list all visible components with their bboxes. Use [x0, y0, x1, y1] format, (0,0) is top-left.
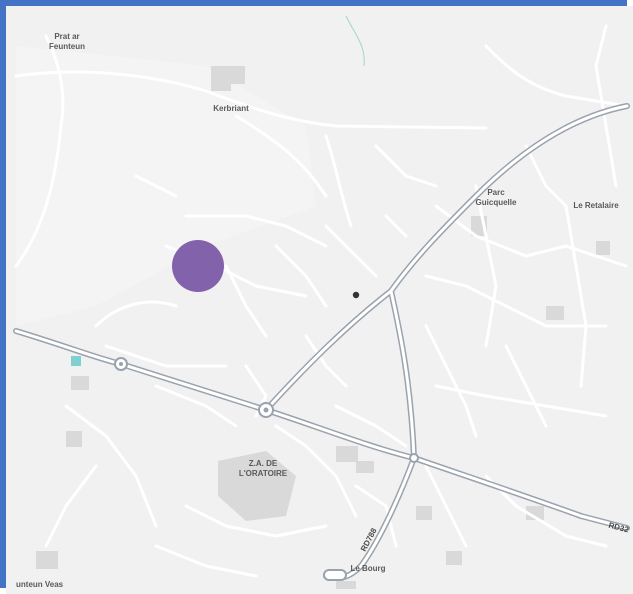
point-of-interest-icon[interactable]: [352, 291, 360, 299]
map-canvas[interactable]: Prat ar Feunteun Kerbriant Parc Guicquel…: [6, 6, 633, 594]
label-feunteun: Feunteun: [49, 42, 85, 51]
label-le-retalaire: Le Retalaire: [573, 201, 619, 210]
label-feunteun-veas: unteun Veas: [16, 580, 64, 589]
label-kerbriant: Kerbriant: [213, 104, 249, 113]
label-za-de: Z.A. DE: [249, 459, 278, 468]
buildings: [36, 66, 610, 589]
label-parc: Parc: [487, 188, 505, 197]
label-prat-ar: Prat ar: [54, 32, 79, 41]
label-le-bourg: Le Bourg: [350, 564, 385, 573]
label-oratoire: L'ORATOIRE: [239, 469, 288, 478]
roundabouts: [114, 357, 419, 581]
open-field-area: [16, 46, 316, 326]
stream: [345, 15, 365, 67]
major-roads: [14, 104, 629, 580]
minor-roads: [14, 24, 628, 578]
location-marker-icon[interactable]: [172, 240, 224, 292]
label-guicquelle: Guicquelle: [476, 198, 517, 207]
water-feature: [71, 356, 81, 366]
